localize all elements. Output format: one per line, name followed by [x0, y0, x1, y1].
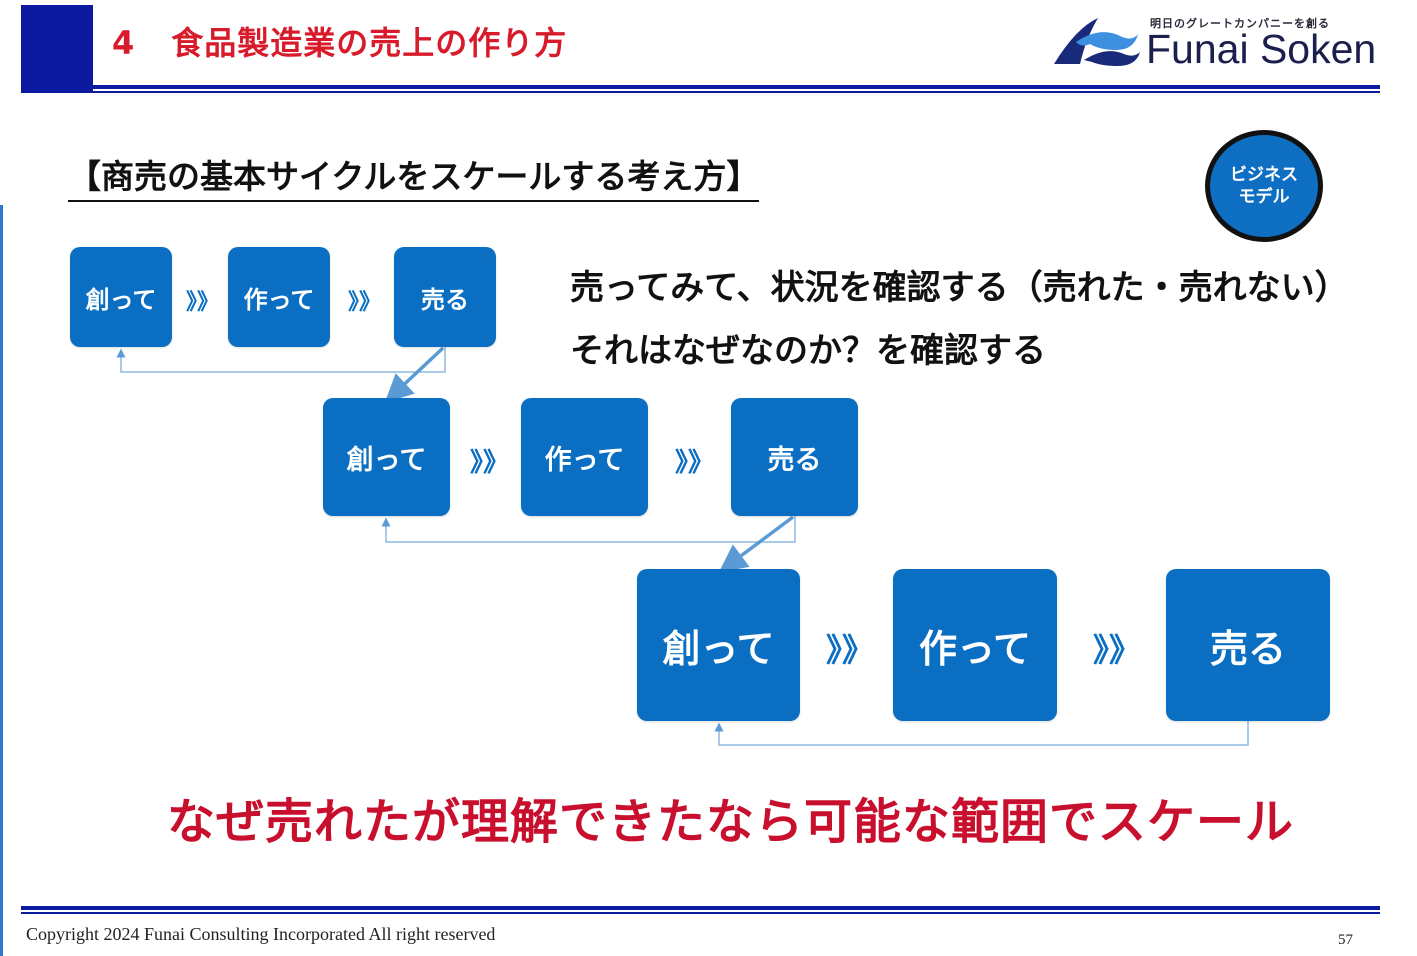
funai-soken-wave-logo-icon [1054, 18, 1140, 66]
logo-tagline: 明日のグレートカンパニーを創る [1150, 17, 1330, 30]
note-line-2: それはなぜなのか？を確認する [570, 331, 1046, 371]
feedback-loop-1 [116, 347, 446, 373]
cycle-3-step-sell: 売る [1166, 569, 1330, 721]
section-number: 4 [112, 24, 136, 62]
cycle-3-step-create: 創って [637, 569, 800, 721]
business-model-badge: ビジネス モデル [1205, 130, 1323, 242]
scale-arrow-1 [384, 346, 445, 403]
left-edge-accent [0, 205, 3, 956]
cycle-1-step-sell: 売る [394, 247, 496, 347]
footer-rule [21, 906, 1380, 910]
cycle-1-chevron-1: 》》 [186, 290, 220, 315]
cycle-3-step-make: 作って [893, 569, 1057, 721]
slide-title: 4 食品製造業の売上の作り方 [112, 18, 567, 64]
cycle-2-step-create: 創って [323, 398, 450, 516]
business-model-badge-label: ビジネス モデル [1230, 165, 1298, 207]
cycle-1-step-make: 作って [228, 247, 330, 347]
scale-arrow-2 [718, 515, 795, 573]
conclusion-text: なぜ売れたが理解できたなら可能な範囲でスケール [167, 794, 1295, 850]
feedback-loop-3 [714, 721, 1249, 746]
cycle-3-chevron-2: 》》 [1093, 631, 1142, 669]
cycle-2-step-make: 作って [521, 398, 648, 516]
cycle-1-step-create: 創って [70, 247, 172, 347]
slide-title-text: 食品製造業の売上の作り方 [171, 24, 568, 62]
header-accent-block [21, 5, 93, 91]
cycle-2-step-sell: 売る [731, 398, 858, 516]
section-heading: 【商売の基本サイクルをスケールする考え方】 [68, 150, 760, 202]
header-rule [21, 85, 1380, 89]
note-line-1: 売ってみて、状況を確認する（売れた・売れない） [570, 268, 1349, 308]
cycle-1-chevron-2: 》》 [348, 290, 382, 315]
copyright-text: Copyright 2024 Funai Consulting Incorpor… [26, 924, 496, 944]
cycle-2-chevron-1: 》》 [470, 448, 510, 478]
logo-wordmark: Funai Soken [1146, 26, 1377, 72]
cycle-3-chevron-1: 》》 [826, 631, 875, 669]
footer-rule-thin [21, 912, 1380, 914]
feedback-loop-2 [381, 516, 796, 543]
cycle-2-chevron-2: 》》 [675, 448, 715, 478]
header-rule-thin [21, 91, 1380, 93]
page-number: 57 [1338, 932, 1353, 948]
